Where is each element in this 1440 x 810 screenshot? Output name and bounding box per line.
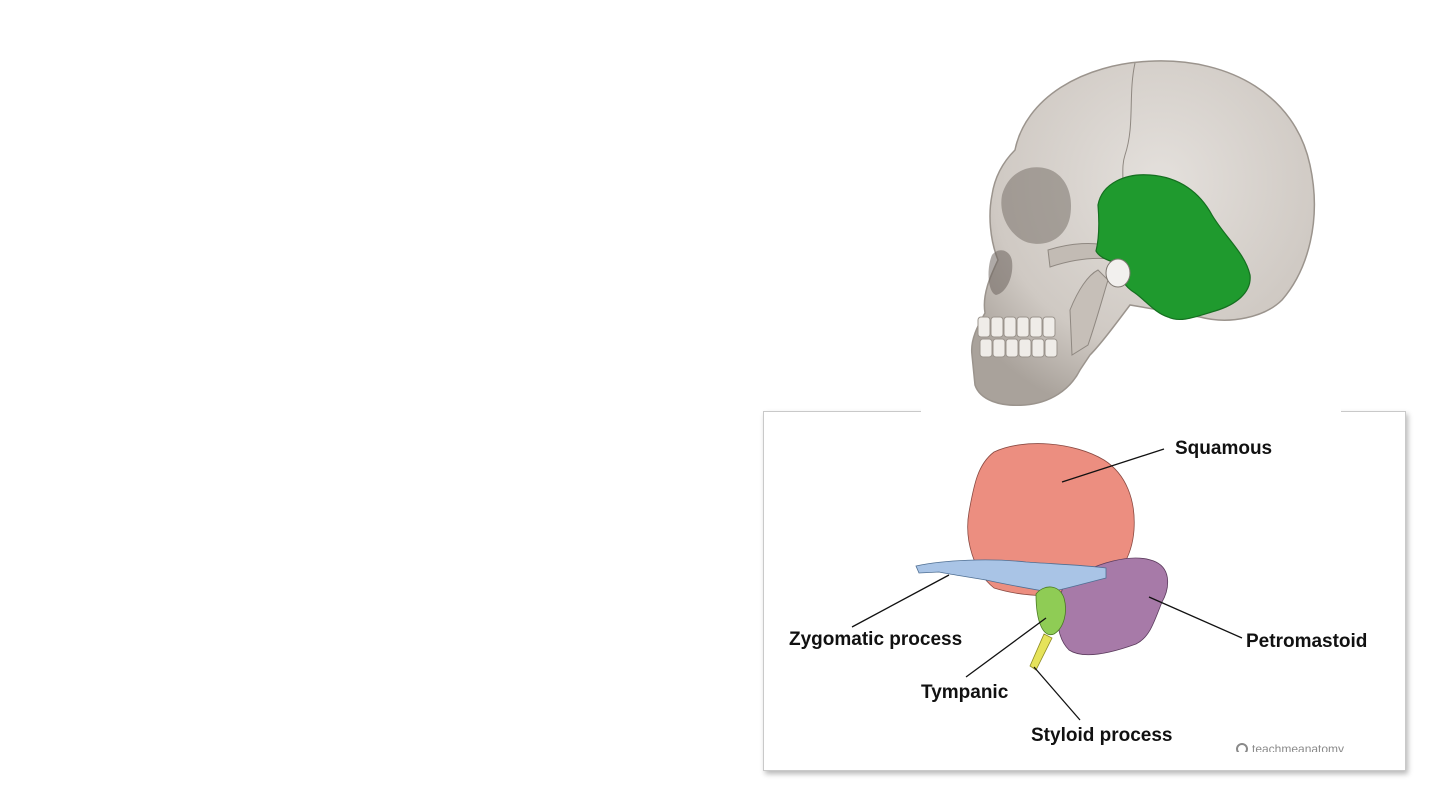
zygomatic-leader bbox=[851, 574, 950, 628]
zygomatic-process bbox=[915, 559, 1107, 593]
tympanic-part bbox=[1035, 586, 1066, 636]
teeth bbox=[977, 316, 1058, 358]
label-petromastoid: Petromastoid bbox=[1246, 631, 1368, 652]
temporal-bone-diagram bbox=[851, 443, 1243, 721]
label-styloid-process: Styloid process bbox=[1031, 725, 1173, 746]
watermark-text: teachmeanatomy bbox=[1252, 743, 1345, 752]
petromastoid-leader bbox=[1148, 596, 1243, 639]
nasal-cavity bbox=[988, 250, 1013, 295]
tympanic-leader bbox=[965, 617, 1047, 678]
squamous-leader bbox=[1061, 448, 1165, 483]
orbit bbox=[1001, 167, 1072, 244]
teachmeanatomy-logo-icon bbox=[1236, 743, 1248, 752]
styloid-leader bbox=[1033, 666, 1081, 721]
temporal-bone-parts-panel: Squamous Zygomatic process Petromastoid … bbox=[763, 411, 1406, 771]
label-tympanic: Tympanic bbox=[921, 682, 1009, 703]
watermark: teachmeanatomy bbox=[1236, 743, 1344, 752]
styloid-process bbox=[1029, 633, 1053, 671]
temporal-bone-highlight bbox=[1095, 174, 1251, 321]
label-zygomatic-process: Zygomatic process bbox=[789, 629, 963, 650]
panel-top-gap bbox=[921, 406, 1341, 414]
label-squamous: Squamous bbox=[1175, 438, 1273, 459]
external-acoustic-meatus bbox=[1105, 258, 1131, 288]
skull-illustration bbox=[970, 60, 1316, 407]
